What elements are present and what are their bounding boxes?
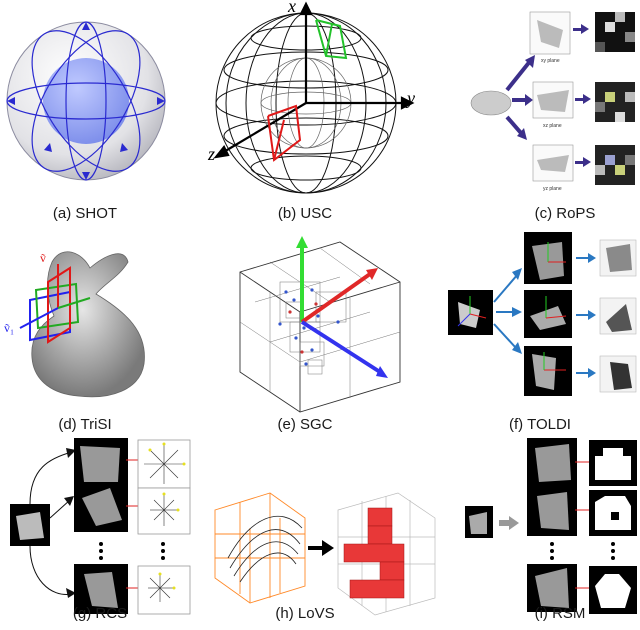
panel-rsm: (i) RSM [455,438,640,630]
panel-rcs: (g) RCS [0,438,200,630]
rcs-star-3 [148,574,174,602]
shot-sphere-figure [6,21,166,181]
panel-shot: (a) SHOT [0,0,170,222]
lovs-figure [214,492,436,616]
usc-axis-y-label: y [405,88,415,108]
rcs-figure [10,438,191,615]
rops-figure: xy plane xz plane yz plane [470,11,635,192]
caption-rcs: (g) RCS [72,605,128,622]
rsm-figure [465,438,637,614]
rops-matrix-1 [595,12,635,52]
rops-label-yz: yz plane [543,186,562,192]
caption-sgc: (e) SGC [277,416,333,433]
rcs-star-1 [144,444,184,484]
panel-sgc: (e) SGC [220,232,420,433]
trisi-bunny-figure: ṽ ṽ₁ [4,251,145,398]
panel-rops: xy plane xz plane yz plane [455,0,640,222]
rops-matrix-2 [595,82,635,122]
caption-rsm: (i) RSM [534,605,586,622]
caption-lovs: (h) LoVS [275,605,335,622]
panel-usc: x y z (b) USC [200,0,430,222]
usc-axis-x-label: x [287,0,296,16]
panel-trisi: ṽ ṽ₁ (d) TriSI [0,232,170,433]
trisi-label-v1: ṽ₁ [4,321,14,335]
sgc-grid-figure [239,236,401,413]
caption-toldi: (f) TOLDI [509,416,571,433]
trisi-label-v: ṽ [40,251,46,265]
usc-axis-z-label: z [207,144,215,164]
panel-lovs: (h) LoVS [210,488,450,630]
caption-shot: (a) SHOT [52,205,118,222]
panel-toldi: (f) TOLDI [440,232,640,433]
caption-trisi: (d) TriSI [58,416,112,433]
caption-rops: (c) RoPS [534,205,596,222]
rops-label-xy: xy plane [541,58,560,64]
rcs-star-2 [150,494,178,526]
rops-matrix-3 [595,145,635,185]
rops-label-xz: xz plane [543,123,562,129]
usc-grid-figure: x y z [207,0,415,194]
caption-usc: (b) USC [277,205,333,222]
toldi-figure [448,232,637,396]
